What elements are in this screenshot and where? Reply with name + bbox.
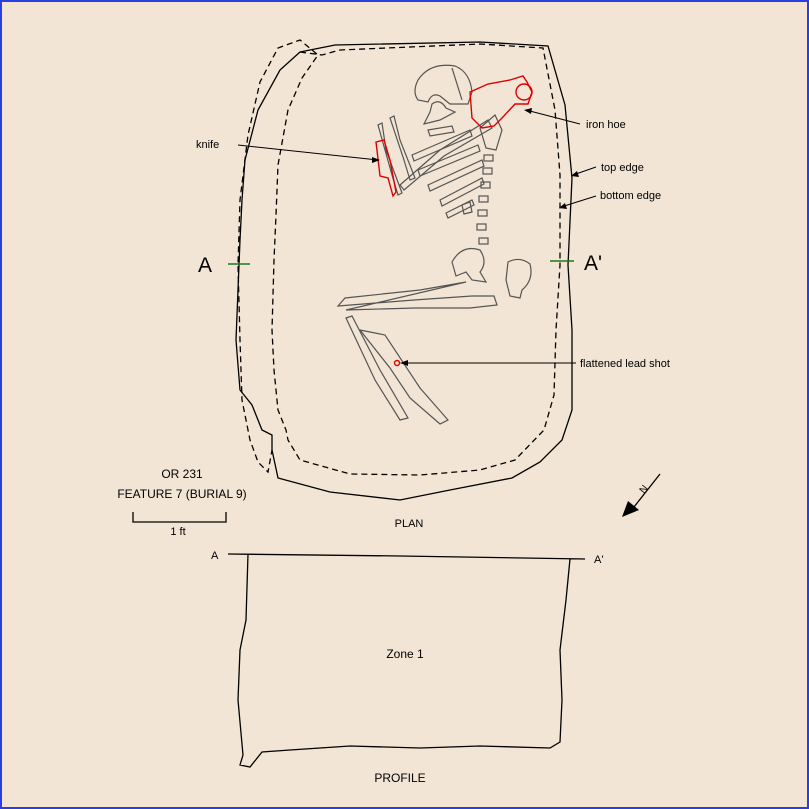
site-number: OR 231 xyxy=(161,467,203,481)
zone-label: Zone 1 xyxy=(386,647,424,661)
rib-2 xyxy=(417,144,481,177)
flattened-lead-shot xyxy=(393,359,401,367)
scale-bar xyxy=(132,512,227,523)
arrowhead-top-edge xyxy=(571,171,579,177)
tibia xyxy=(358,329,449,425)
plan-title: PLAN xyxy=(395,518,424,530)
vertebra-4 xyxy=(478,195,489,203)
scapula xyxy=(479,114,503,151)
knife xyxy=(375,139,397,198)
iron-hoe xyxy=(469,75,533,129)
mandible xyxy=(422,101,457,125)
arrowhead-iron-hoe xyxy=(524,108,532,114)
bottom-edge-outline xyxy=(237,39,561,476)
profile-section-label-a-prime: A' xyxy=(594,554,603,566)
plan-section-label-a-prime: A' xyxy=(584,252,602,275)
rib-6 xyxy=(461,201,473,215)
vertebra-5 xyxy=(477,209,488,217)
rib-1 xyxy=(411,129,473,162)
ulna xyxy=(389,115,416,181)
profile-outline xyxy=(227,553,586,768)
profile-title: PROFILE xyxy=(374,771,425,785)
vertebra-2 xyxy=(482,167,493,175)
profile-section-label-a: A xyxy=(211,550,219,562)
cervical xyxy=(427,125,455,137)
north-arrow-shaft xyxy=(629,473,661,513)
rib-4 xyxy=(439,177,485,207)
pelvis xyxy=(451,247,488,283)
radius xyxy=(377,122,403,196)
label-lead-shot: flattened lead shot xyxy=(580,358,670,370)
femur xyxy=(336,281,498,311)
top-edge-outline xyxy=(235,41,573,501)
north-arrow: N xyxy=(622,473,661,517)
vertebra-3 xyxy=(480,181,491,189)
label-top-edge: top edge xyxy=(601,162,644,174)
sacrum xyxy=(505,258,532,299)
scale-label: 1 ft xyxy=(170,526,185,538)
leader-lines xyxy=(237,108,597,366)
fibula xyxy=(345,315,409,421)
skull-suture xyxy=(451,67,463,101)
plan-section-label-a: A xyxy=(198,254,212,277)
leader-bottom-edge xyxy=(560,195,597,208)
label-bottom-edge: bottom edge xyxy=(600,190,661,202)
vertebra-7 xyxy=(478,237,489,245)
vertebra-6 xyxy=(476,223,487,231)
feature-title: FEATURE 7 (BURIAL 9) xyxy=(117,487,246,501)
rib-3 xyxy=(427,159,485,192)
leader-knife xyxy=(237,144,379,161)
arrowhead-bottom-edge xyxy=(559,203,567,209)
north-arrow-head xyxy=(622,501,639,517)
north-label: N xyxy=(638,483,651,495)
label-iron-hoe: iron hoe xyxy=(586,119,626,131)
label-knife: knife xyxy=(196,139,219,151)
leader-iron-hoe xyxy=(525,109,581,125)
arrowhead-knife xyxy=(372,157,380,163)
skeleton xyxy=(336,64,532,425)
vertebra-1 xyxy=(483,154,494,162)
arrowhead-lead-shot xyxy=(400,360,408,366)
iron-hoe-socket xyxy=(515,83,533,101)
skull xyxy=(414,64,473,105)
